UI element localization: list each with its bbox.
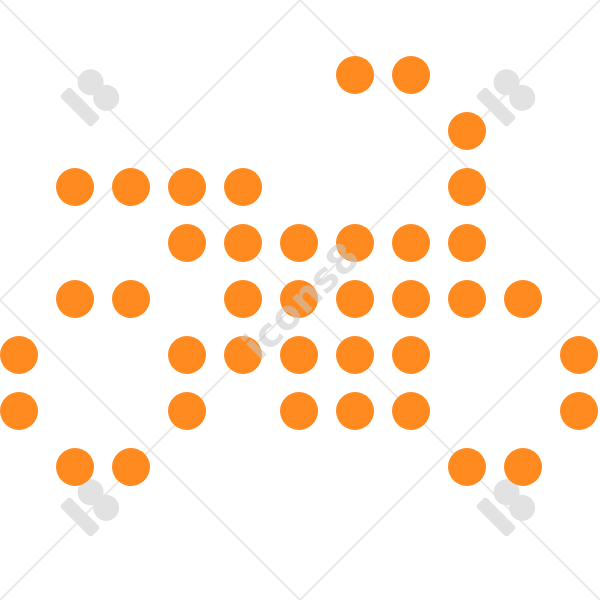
bicycle-dot: [448, 168, 486, 206]
bicycle-dot: [0, 392, 38, 430]
bicycle-dot: [280, 280, 318, 318]
bicycle-dot: [560, 336, 598, 374]
bicycle-dot: [448, 448, 486, 486]
bicycle-dot: [392, 56, 430, 94]
bicycle-dot: [392, 224, 430, 262]
bicycle-dot: [112, 448, 150, 486]
bicycle-dot: [448, 280, 486, 318]
bicycle-dot: [392, 336, 430, 374]
bicycle-dot: [112, 168, 150, 206]
bicycle-dot: [504, 280, 542, 318]
bicycle-dot: [336, 224, 374, 262]
watermark-logo-icon: [60, 69, 120, 127]
bicycle-dot: [56, 280, 94, 318]
bicycle-dot: [168, 392, 206, 430]
bicycle-dot: [280, 224, 318, 262]
bicycle-dot: [280, 392, 318, 430]
bicycle-dot: [56, 168, 94, 206]
bicycle-dot: [168, 168, 206, 206]
bicycle-dot: [392, 280, 430, 318]
bicycle-dot: [224, 168, 262, 206]
bicycle-dot: [336, 280, 374, 318]
bicycle-dot: [224, 224, 262, 262]
bicycle-dot: [112, 280, 150, 318]
bicycle-dot: [336, 56, 374, 94]
bicycle-dot: [0, 336, 38, 374]
bicycle-dot: [336, 336, 374, 374]
bicycle-dot: [56, 448, 94, 486]
bicycle-dot: [448, 112, 486, 150]
watermark-logo-icon: [476, 479, 536, 537]
bicycle-dot: [224, 280, 262, 318]
watermark-logo-icon: [476, 69, 536, 127]
bicycle-dot: [168, 336, 206, 374]
bicycle-dot: [224, 336, 262, 374]
watermark-logo-icon: [60, 479, 120, 537]
bicycle-dot: [392, 392, 430, 430]
bicycle-dot: [280, 336, 318, 374]
bicycle-dot: [504, 448, 542, 486]
bicycle-dots: [0, 56, 598, 486]
bicycle-dot: [168, 224, 206, 262]
watermark-logos: [60, 69, 536, 537]
bicycle-dot: [336, 392, 374, 430]
bicycle-dot: [560, 392, 598, 430]
bicycle-dot: [448, 224, 486, 262]
